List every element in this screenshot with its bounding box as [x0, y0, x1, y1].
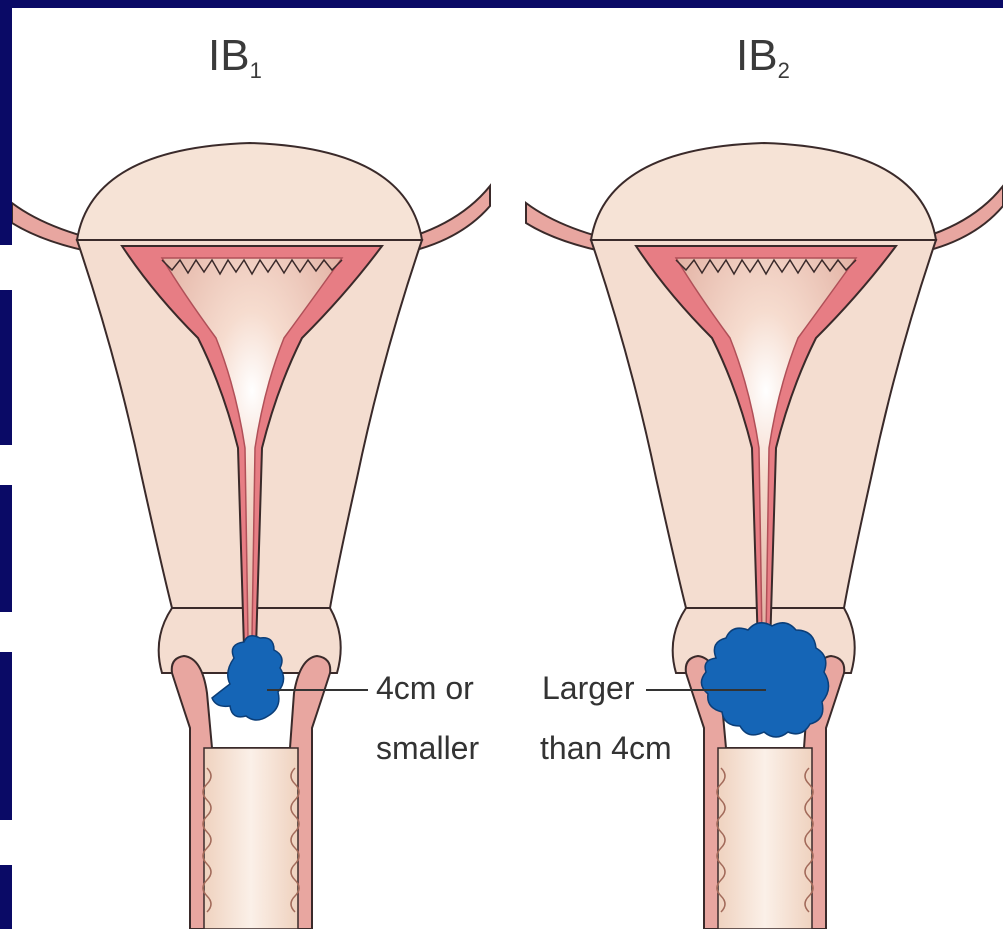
annotation-ib1-line1: 4cm or: [376, 672, 474, 704]
uterus-illustration-ib2: [526, 143, 1003, 929]
stage-title-subscript: 1: [250, 58, 262, 83]
slide-edge-mark: [0, 820, 12, 865]
slide-edge-mark: [0, 612, 12, 652]
diagram-canvas: IB1 IB2 4cm or smaller Larger than 4cm: [12, 8, 1003, 929]
vaginal-canal: [204, 748, 298, 929]
stage-title-main: IB: [736, 31, 778, 80]
uterine-fundus: [591, 143, 936, 240]
stage-title-ib2: IB2: [736, 34, 790, 82]
stage-title-main: IB: [208, 31, 250, 80]
diagram-svg: [12, 8, 1003, 929]
stage-title-ib1: IB1: [208, 34, 262, 82]
uterine-fundus: [77, 143, 422, 240]
annotation-ib1-line2: smaller: [376, 732, 479, 764]
slide-edge-mark: [0, 245, 12, 290]
stage-title-subscript: 2: [778, 58, 790, 83]
vaginal-canal: [718, 748, 812, 929]
uterus-illustration-ib1: [12, 143, 490, 929]
annotation-ib2-line2: than 4cm: [540, 732, 672, 764]
annotation-ib2-line1: Larger: [542, 672, 635, 704]
slide-edge-mark: [0, 445, 12, 485]
